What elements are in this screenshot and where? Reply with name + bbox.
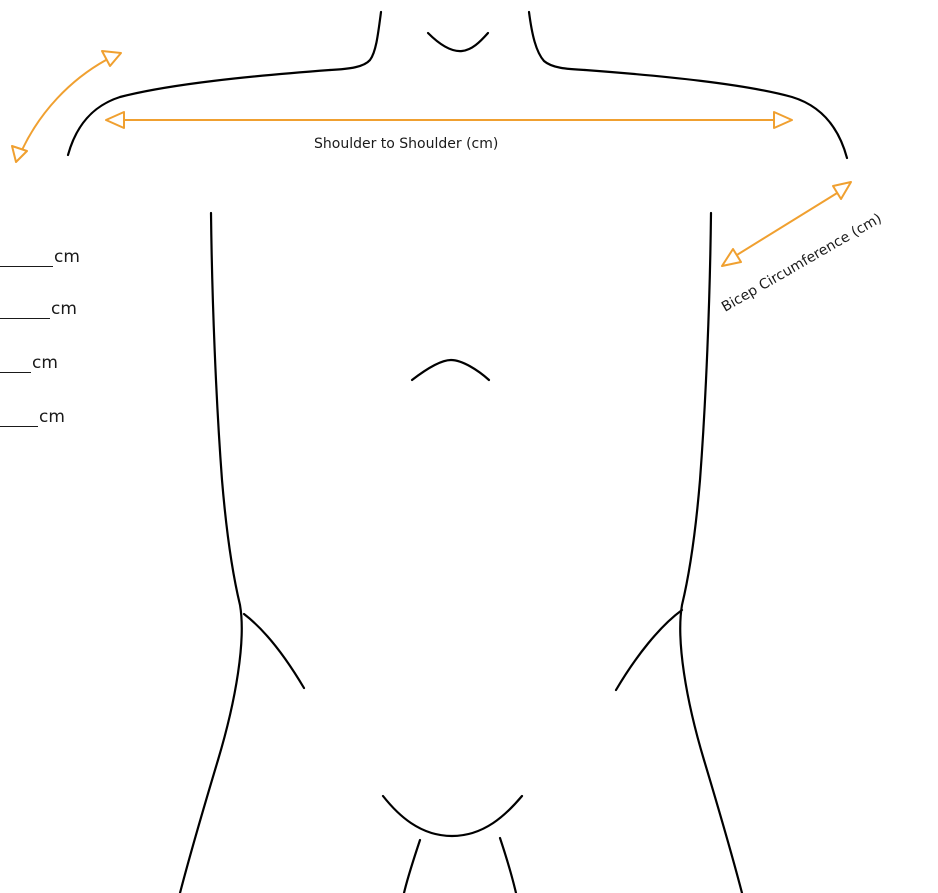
torso-right-outline: [680, 213, 742, 893]
measurement-field-1[interactable]: cm: [0, 246, 80, 267]
shoulder-curve-arrow-top-head: [102, 51, 121, 66]
measurement-field-2-unit: cm: [51, 299, 77, 319]
collar-curve: [428, 33, 488, 51]
torso-left-outline: [180, 213, 242, 893]
inner-leg-left-line: [404, 840, 420, 893]
measurement-field-4-blank[interactable]: [0, 406, 38, 427]
measurement-field-1-unit: cm: [54, 247, 80, 267]
bicep-arrow-upper-head: [833, 182, 851, 199]
measurement-field-2[interactable]: cm: [0, 298, 77, 319]
shoulder-to-shoulder-label: Shoulder to Shoulder (cm): [314, 136, 498, 152]
crotch-curve: [383, 796, 522, 836]
bicep-circumference-label: Bicep Circumference (cm): [719, 211, 885, 316]
shoulder-arrow-left-head: [106, 112, 124, 128]
neck-left-outline: [330, 12, 381, 70]
measurement-field-3-blank[interactable]: [0, 352, 31, 373]
shoulder-to-shoulder-arrow: [106, 112, 792, 128]
hip-right-line: [616, 610, 682, 690]
measurement-field-3-unit: cm: [32, 353, 58, 373]
shoulder-curve-arrow-bottom-head: [12, 146, 27, 162]
shoulder-right-outline: [585, 70, 847, 158]
shoulder-curve-arrow-shaft: [22, 60, 106, 150]
measurement-field-3[interactable]: cm: [0, 352, 58, 373]
measurement-field-4-unit: cm: [39, 407, 65, 427]
bicep-arrow-lower-head: [722, 249, 741, 266]
chest-curve: [412, 360, 489, 380]
neck-right-outline: [529, 12, 585, 70]
shoulder-left-outline: [68, 70, 330, 155]
measurement-field-4[interactable]: cm: [0, 406, 65, 427]
shoulder-arrow-right-head: [774, 112, 792, 128]
measurement-field-1-blank[interactable]: [0, 246, 53, 267]
shoulder-curve-arrow: [12, 51, 121, 162]
hip-left-line: [244, 614, 304, 688]
inner-leg-right-line: [500, 838, 516, 893]
measurement-field-2-blank[interactable]: [0, 298, 50, 319]
